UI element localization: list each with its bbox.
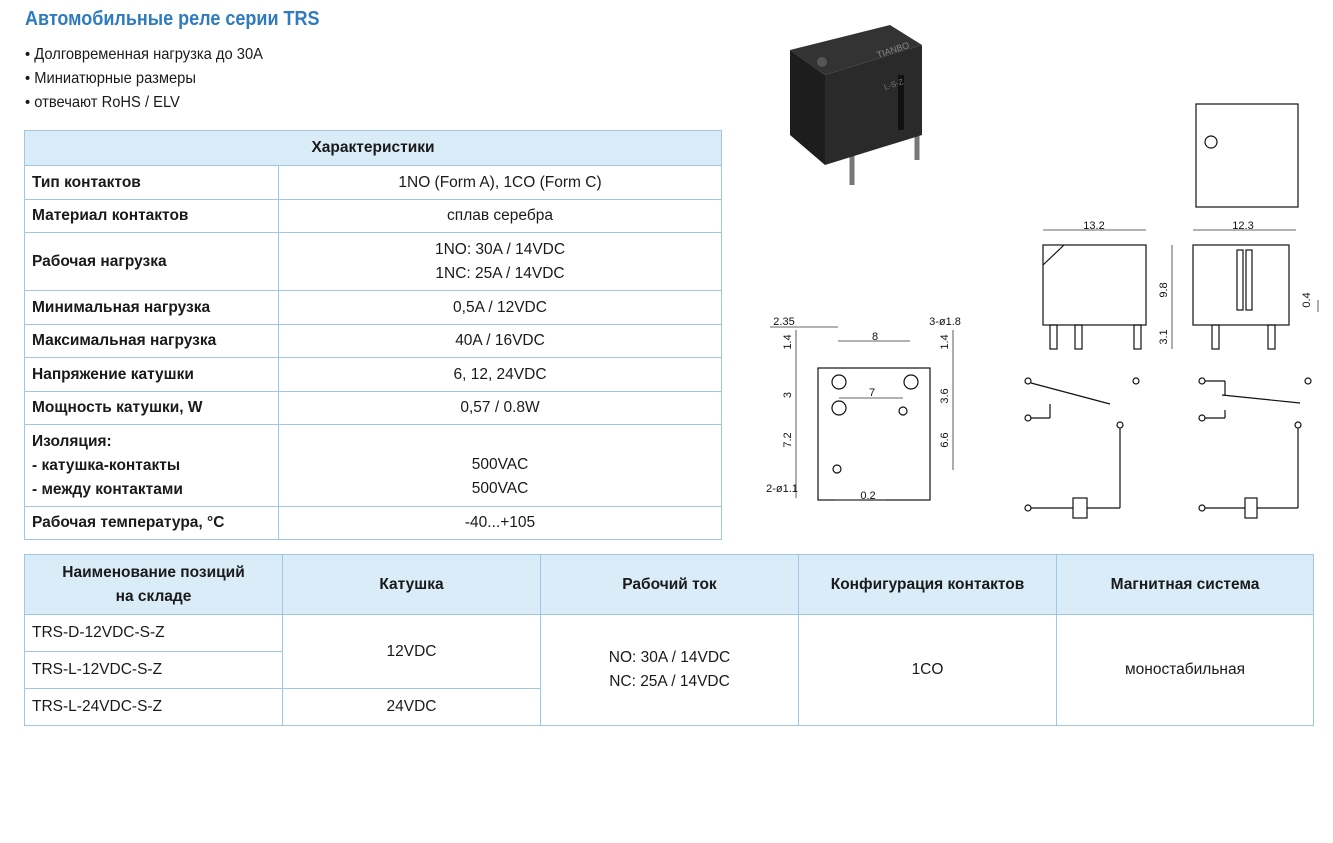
dim-label: 0.4 — [1301, 292, 1313, 307]
dim-label: 7 — [869, 387, 875, 399]
dim-label: 1.4 — [782, 334, 794, 349]
spec-value: 40A / 16VDC — [278, 324, 722, 358]
stock-code: TRS-L-24VDC-S-Z — [24, 688, 283, 726]
magnet-value: моностабильная — [1056, 614, 1314, 726]
spec-label: Напряжение катушки — [24, 357, 279, 392]
dim-label: 2-ø1.1 — [766, 483, 798, 495]
dim-label: 7.2 — [782, 432, 794, 447]
feature-item: • Долговременная нагрузка до 30А — [25, 46, 263, 63]
col-header-config: Конфигурация контактов — [798, 554, 1057, 615]
spec-label: Материал контактов — [24, 199, 279, 233]
spec-value: 6, 12, 24VDC — [278, 357, 722, 392]
dim-label: 12.3 — [1232, 220, 1253, 232]
dim-label: 13.2 — [1083, 220, 1104, 232]
spec-value: -40...+105 — [278, 506, 722, 540]
dim-label: 2.35 — [773, 316, 794, 328]
stock-code: TRS-D-12VDC-S-Z — [24, 614, 283, 652]
dim-label: 9.8 — [1158, 282, 1170, 297]
stock-code: TRS-L-12VDC-S-Z — [24, 651, 283, 689]
config-value: 1CO — [798, 614, 1057, 726]
spec-value: 0,57 / 0.8W — [278, 391, 722, 425]
dim-label: 1.4 — [939, 334, 951, 349]
dim-label: 3 — [782, 392, 794, 398]
feature-item: • Миниатюрные размеры — [25, 70, 196, 87]
feature-list: • Долговременная нагрузка до 30А • Миниа… — [25, 43, 284, 115]
dim-label: 3.1 — [1158, 329, 1170, 344]
coil-value: 12VDC — [282, 614, 541, 689]
page-title: Автомобильные реле серии TRS — [25, 8, 320, 30]
spec-value: 1NO (Form A), 1CO (Form C) — [278, 165, 722, 200]
coil-value: 24VDC — [282, 688, 541, 726]
spec-value: 0,5A / 12VDC — [278, 290, 722, 325]
spec-label: Тип контактов — [24, 165, 279, 200]
dim-label: 0.2 — [860, 490, 875, 502]
spec-label: Изоляция:- катушка-контакты- между конта… — [24, 424, 279, 507]
dim-label: 3.6 — [939, 388, 951, 403]
spec-label: Мощность катушки, W — [24, 391, 279, 425]
spec-label: Максимальная нагрузка — [24, 324, 279, 358]
col-header-current: Рабочий ток — [540, 554, 799, 615]
dim-label: 3-ø1.8 — [929, 316, 961, 328]
spec-label: Рабочая температура, °С — [24, 506, 279, 540]
specs-header: Характеристики — [24, 130, 722, 166]
dim-label: 8 — [872, 331, 878, 343]
feature-item: • отвечают RoHS / ELV — [25, 94, 180, 111]
spec-label: Минимальная нагрузка — [24, 290, 279, 325]
dim-label: 6.6 — [939, 432, 951, 447]
col-header-coil: Катушка — [282, 554, 541, 615]
spec-label: Рабочая нагрузка — [24, 232, 279, 291]
spec-value: сплав серебра — [278, 199, 722, 233]
col-header-magnet: Магнитная система — [1056, 554, 1314, 615]
relay-photo: TIANBO L-S-Z — [790, 25, 922, 185]
